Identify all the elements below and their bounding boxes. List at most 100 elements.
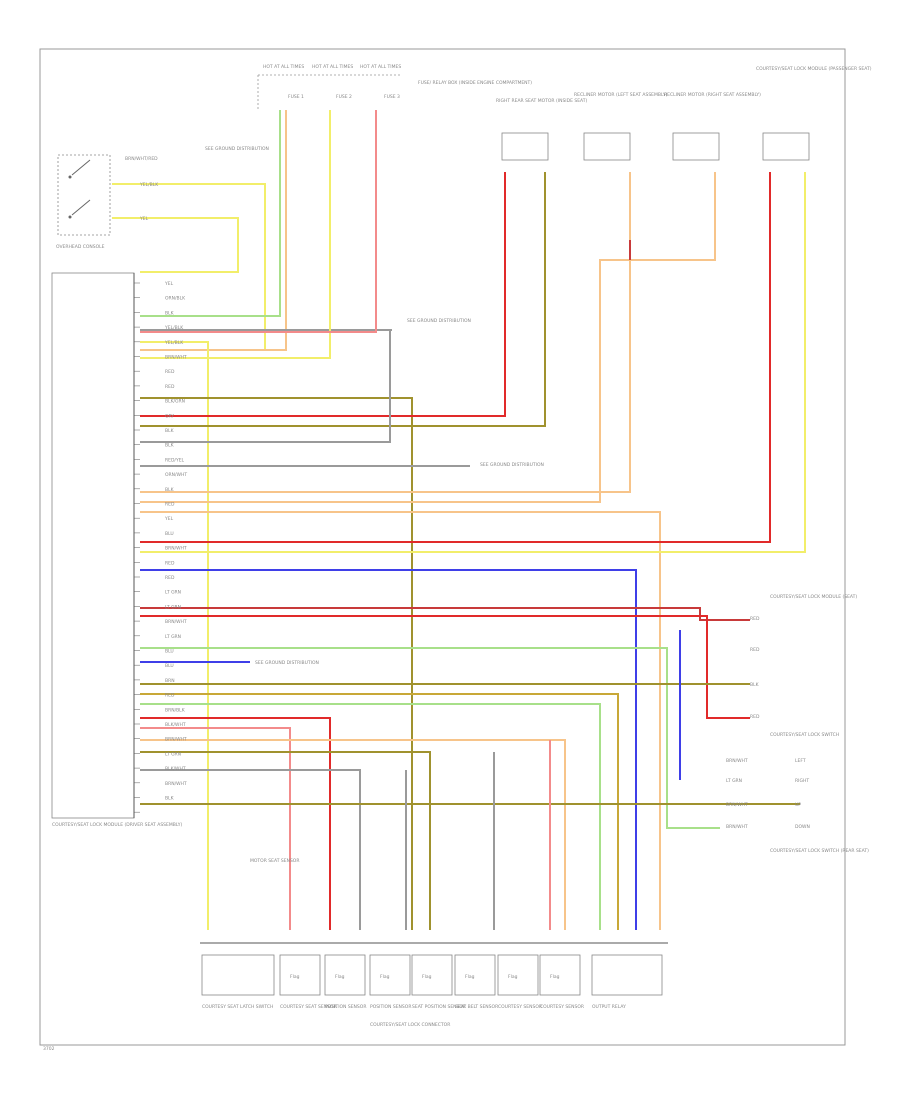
fuse-hot-2: HOT AT ALL TIMES: [312, 64, 353, 70]
wire: [140, 751, 431, 930]
overhead-console-label: OVERHEAD CONSOLE: [56, 244, 105, 250]
wire-color-label: ORN/BLK: [165, 296, 186, 302]
wire: [140, 717, 331, 930]
wire-color-label: BRN/BLK: [165, 707, 186, 713]
wire: [140, 615, 750, 719]
bottom-module-label: SEAT POSITION SENSOR: [412, 1004, 466, 1010]
wire-color-label: RED: [165, 560, 175, 566]
right-wire-bot-3: BRN/WHT: [726, 802, 748, 808]
bottom-module-box: [454, 954, 496, 996]
bottom-module-box: [591, 954, 663, 996]
wire: [140, 647, 720, 829]
wire-color-label: LT GRN: [165, 604, 181, 610]
wire-color-label: BLK: [165, 428, 175, 434]
wire-color-label: BLU: [165, 663, 174, 669]
wire-color-label: BLU: [165, 649, 174, 655]
bottom-module-label: POSITION SENSOR: [325, 1004, 366, 1010]
bottom-module-label: COURTESY SENSOR: [498, 1004, 542, 1010]
wire-color-label: BLK: [165, 487, 175, 493]
bottom-module-box: [201, 954, 275, 996]
console-wire-1: BRN/WHT/RED: [125, 156, 158, 162]
bottom-module-label: POSITION SENSOR: [370, 1004, 411, 1010]
wire: [112, 183, 266, 350]
fuse-label-2: FUSE 2: [336, 94, 352, 100]
console-ground-note: SEE GROUND DISTRIBUTION: [205, 146, 269, 152]
recliner-motor-left-label: RECLINER MOTOR (LEFT SEAT ASSEMBLY): [574, 92, 668, 98]
recliner-motor-right-label: RECLINER MOTOR (RIGHT SEAT ASSEMBLY): [664, 92, 761, 98]
wire: [140, 607, 750, 621]
wire: [140, 341, 209, 930]
bottom-module-label: COURTESY SEAT SENSOR: [280, 1004, 337, 1010]
bottom-module-box: [497, 954, 539, 996]
wire-color-label: RED: [165, 575, 175, 581]
wire: [140, 569, 637, 930]
wire-color-label: BLU: [165, 531, 174, 537]
wire-color-label: YEL/BLK: [164, 325, 184, 331]
bottom-module-tag: Flag: [508, 974, 518, 980]
right-wire-top-2: RED: [750, 647, 760, 653]
wire: [140, 703, 601, 930]
wire: [140, 330, 391, 443]
fuse-label-3: FUSE 3: [384, 94, 400, 100]
wire-color-label: YEL/BLK: [164, 340, 184, 346]
console-wire-2: YEL/BLK: [139, 182, 159, 188]
wires: [112, 110, 806, 930]
right-mid-module-label: COURTESY/SEAT LOCK SWITCH: [770, 732, 839, 738]
wire-color-label: ORN/WHT: [165, 472, 187, 478]
wire: [140, 172, 631, 493]
wire-color-label: BLK: [165, 310, 175, 316]
bottom-module-tag: Flag: [335, 974, 345, 980]
right-bottom-module-label: COURTESY/SEAT LOCK SWITCH (REAR SEAT): [770, 848, 869, 854]
wire-color-label: BLK/WHT: [165, 766, 186, 772]
wire-color-label: RED: [165, 369, 175, 375]
right-rear-seat-motor-label: RIGHT REAR SEAT MOTOR (INSIDE SEAT): [496, 98, 588, 104]
bottom-module-tag: Flag: [422, 974, 432, 980]
wire: [140, 110, 331, 359]
right-small-label-2: RIGHT: [795, 778, 809, 784]
bottom-module-label: COURTESY SENSOR: [540, 1004, 584, 1010]
wire-color-label: RED/YEL: [165, 457, 185, 463]
fuse-label-1: FUSE 1: [288, 94, 304, 100]
motor-seat-sensor-label: MOTOR SEAT SENSOR: [250, 858, 299, 864]
wire-color-label: BLK: [165, 796, 175, 802]
bottom-module-tag: Flag: [380, 974, 390, 980]
controller-label: COURTESY/SEAT LOCK MODULE (DRIVER SEAT A…: [52, 822, 182, 828]
fuse-box-label: FUSE/ RELAY BOX (INSIDE ENGINE COMPARTME…: [418, 80, 532, 86]
wire: [140, 511, 661, 930]
bottom-module-box: [369, 954, 411, 996]
right-wire-top-1: RED: [750, 616, 760, 622]
bottom-module-tag: Flag: [465, 974, 475, 980]
wire-color-label: BRN/WHT: [165, 781, 187, 787]
wire: [140, 693, 619, 930]
wire-color-label: BLK/WHT: [165, 722, 186, 728]
wire-color-label: LT GRN: [165, 751, 181, 757]
ground-callout-1: SEE GROUND DISTRIBUTION: [407, 318, 471, 324]
wire-color-label: YEL: [164, 516, 174, 522]
wire-color-label: BRN/WHT: [165, 619, 187, 625]
wire-color-label: GRY: [165, 413, 174, 419]
right-top-module-label: COURTESY/SEAT LOCK MODULE (SEAT): [770, 594, 857, 600]
wire: [140, 172, 546, 427]
footer-code: 3702: [43, 1046, 55, 1052]
bottom-module-label: COURTESY SEAT LATCH SWITCH: [202, 1004, 273, 1010]
right-wire-bot-2: LT GRN: [726, 778, 742, 784]
bottom-module-tag: Flag: [550, 974, 560, 980]
right-wire-bot-1: BRN/WHT: [726, 758, 748, 764]
wire-color-label: LT GRN: [165, 590, 181, 596]
wire-color-label: RED: [165, 693, 175, 699]
wire: [140, 110, 281, 317]
right-wire-top-3: BLK: [750, 682, 760, 688]
wire: [140, 172, 716, 503]
wire-color-label: BRN/WHT: [165, 546, 187, 552]
bottom-connector-label: COURTESY/SEAT LOCK CONNECTOR: [370, 1022, 450, 1028]
wire: [140, 769, 361, 930]
console-wire-3: YEL: [139, 216, 149, 222]
right-small-label-4: DOWN: [795, 824, 810, 830]
bottom-module-box: [279, 954, 321, 996]
ground-callout-2: SEE GROUND DISTRIBUTION: [480, 462, 544, 468]
wire-color-labels: YEL ORN/BLK BLK YEL/BLK YEL/BLK BRN/WHT RED RED…: [164, 281, 187, 802]
wire: [140, 172, 771, 543]
diagram-frame: [39, 48, 846, 1046]
